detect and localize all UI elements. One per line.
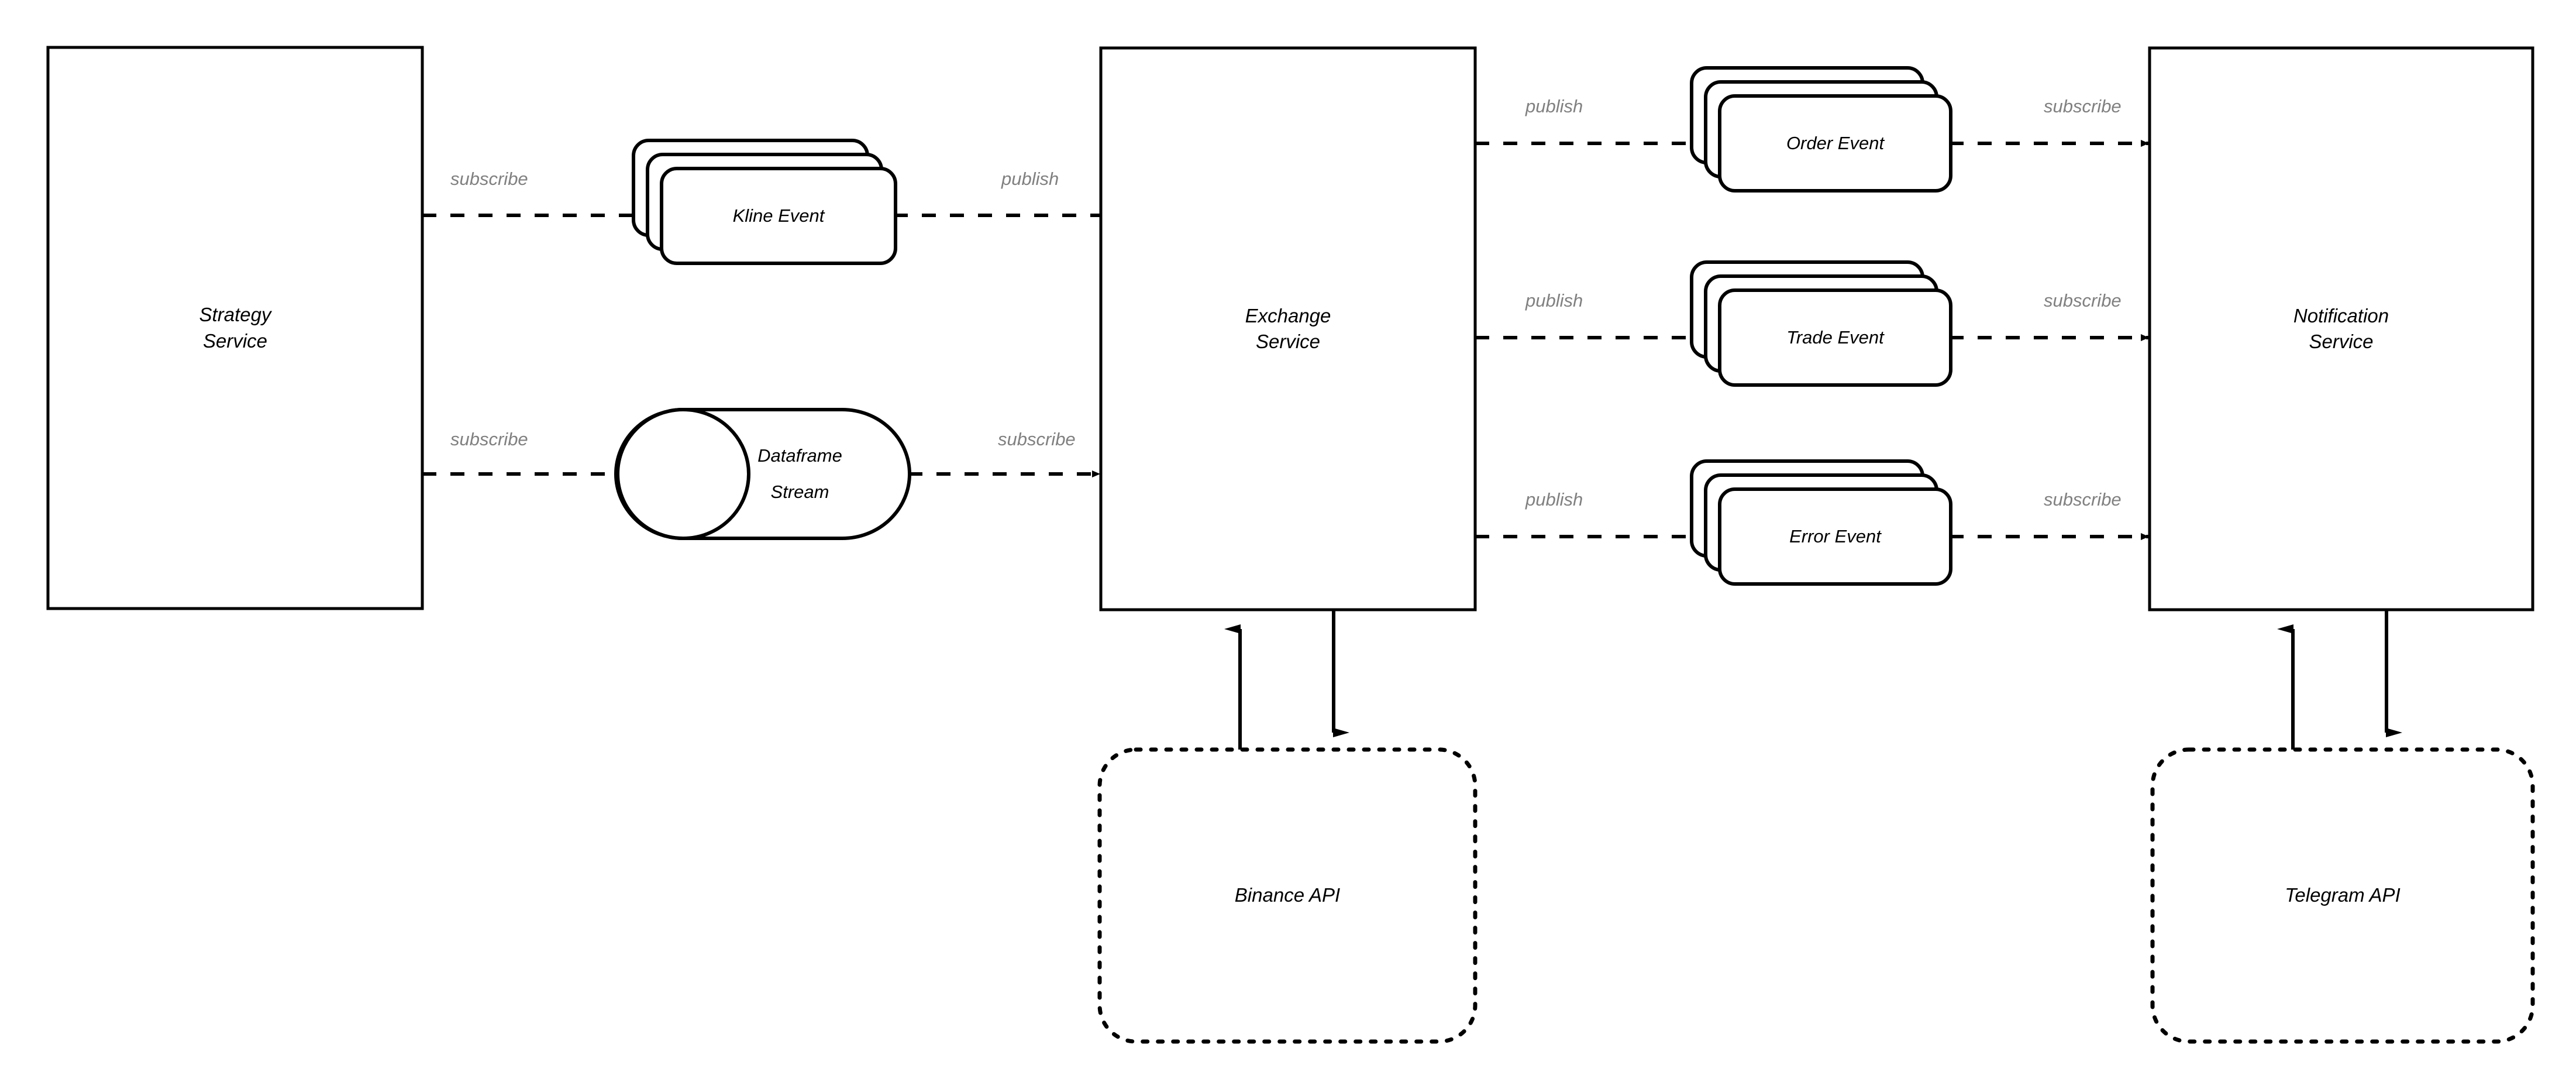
connector-label-kline-to-exchange: publish [1001,169,1059,189]
connector-label-exchange-to-trade: publish [1525,290,1583,311]
binance-api-box[interactable] [1097,747,1478,1044]
exchange-service-box[interactable] [1099,46,1477,611]
connector-label-strategy-to-kline: subscribe [450,169,528,189]
connector-label-order-to-notification: subscribe [2044,96,2122,116]
error-event-shape[interactable] [1690,459,1952,586]
telegram-api-box[interactable] [2150,747,2535,1044]
notification-service-box[interactable] [2148,46,2534,611]
connector-label-trade-to-notification: subscribe [2044,290,2122,311]
strategy-service-box[interactable] [46,46,424,610]
connector-label-strategy-to-dataframe: subscribe [450,429,528,449]
connector-label-exchange-to-error: publish [1525,489,1583,510]
order-event-shape[interactable] [1690,66,1952,193]
connector-label-exchange-to-order: publish [1525,96,1583,116]
dataframe-stream-shape[interactable] [614,408,911,540]
kline-event-shape[interactable] [632,139,897,265]
connector-label-error-to-notification: subscribe [2044,489,2122,510]
trade-event-shape[interactable] [1690,260,1952,387]
connector-label-dataframe-to-exchange: subscribe [998,429,1076,449]
